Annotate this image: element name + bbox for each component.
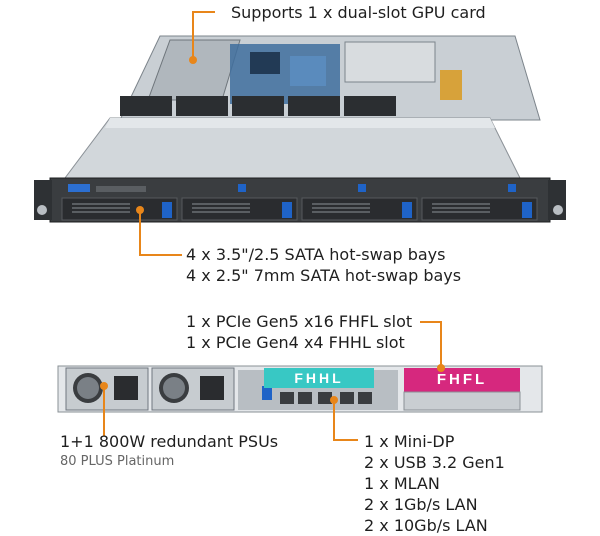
pcie-line-2: 1 x PCIe Gen4 x4 FHHL slot <box>186 333 405 352</box>
io-line-1: 1 x Mini-DP <box>364 432 455 451</box>
psu-callout-sub: 80 PLUS Platinum <box>60 454 175 469</box>
bays-callout: 4 x 3.5"/2.5 SATA hot-swap bays 4 x 2.5"… <box>186 244 461 286</box>
io-line-5: 2 x 10Gb/s LAN <box>364 516 488 535</box>
fhhl-tag-label: FHHL <box>294 370 344 386</box>
psu-callout: 1+1 800W redundant PSUs 80 PLUS Platinum <box>60 431 278 472</box>
server-front-view <box>34 35 566 223</box>
server-rear-view <box>57 365 543 413</box>
io-callout: 1 x Mini-DP 2 x USB 3.2 Gen1 1 x MLAN 2 … <box>364 431 505 536</box>
io-line-3: 1 x MLAN <box>364 474 440 493</box>
fhfl-tag-label: FHFL <box>436 371 488 388</box>
pcie-line-1: 1 x PCIe Gen5 x16 FHFL slot <box>186 312 413 331</box>
leader-lines <box>100 11 445 441</box>
io-line-4: 2 x 1Gb/s LAN <box>364 495 478 514</box>
gpu-callout-text: Supports 1 x dual-slot GPU card <box>231 3 486 22</box>
gpu-callout: Supports 1 x dual-slot GPU card <box>231 2 486 23</box>
bays-line-1: 4 x 3.5"/2.5 SATA hot-swap bays <box>186 245 446 264</box>
psu-callout-text: 1+1 800W redundant PSUs <box>60 432 279 451</box>
drive-bays <box>61 184 538 221</box>
io-line-2: 2 x USB 3.2 Gen1 <box>364 453 505 472</box>
bays-line-2: 4 x 2.5" 7mm SATA hot-swap bays <box>186 266 462 285</box>
pcie-callout: 1 x PCIe Gen5 x16 FHFL slot 1 x PCIe Gen… <box>186 311 412 353</box>
